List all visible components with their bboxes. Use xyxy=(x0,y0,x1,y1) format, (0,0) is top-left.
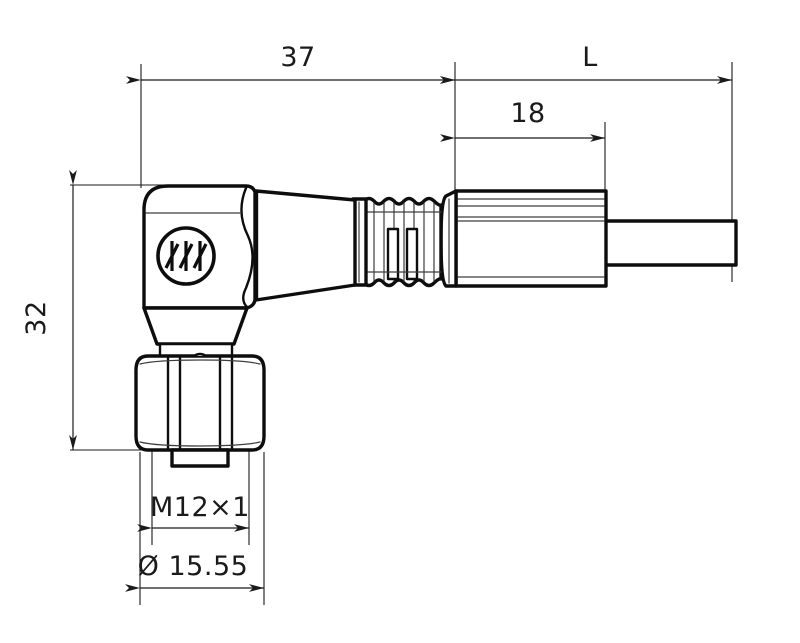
dimension-37: 37 xyxy=(126,42,455,84)
dimension-label-thread: M12×1 xyxy=(150,492,250,523)
cable xyxy=(598,219,738,267)
angled-elbow-body xyxy=(254,189,357,302)
dimension-label-32: 32 xyxy=(21,300,52,335)
coupling-nut xyxy=(134,352,266,452)
dimension-label-L: L xyxy=(582,42,598,73)
dimension-32: 32 xyxy=(21,170,77,450)
dimension-diameter: Ø 15.55 xyxy=(125,551,264,592)
dimension-label-18: 18 xyxy=(510,98,545,129)
ribbed-strain-relief xyxy=(362,196,443,288)
housing-taper xyxy=(142,306,249,346)
dimension-18: 18 xyxy=(440,98,605,142)
cable-overmold xyxy=(454,189,608,288)
logo-w-mark xyxy=(164,241,208,271)
dimension-thread: M12×1 xyxy=(137,492,250,532)
dimension-L: L xyxy=(440,42,732,84)
nut-bottom-face xyxy=(170,448,230,468)
weidmueller-logo xyxy=(156,226,216,286)
overmold-flange xyxy=(439,189,458,288)
dimension-label-37: 37 xyxy=(280,42,315,73)
dimension-label-diameter: Ø 15.55 xyxy=(138,551,249,582)
